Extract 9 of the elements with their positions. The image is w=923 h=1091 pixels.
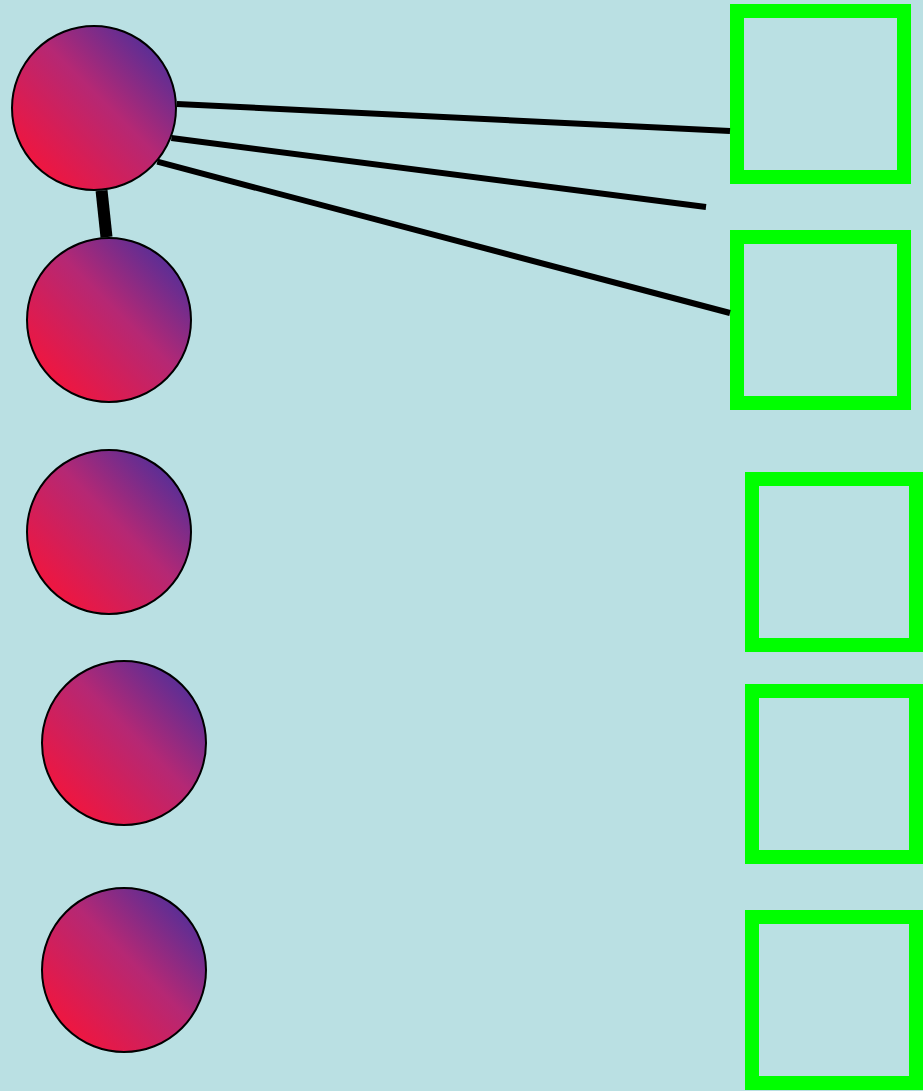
outlined-square	[730, 4, 911, 184]
connector-line	[171, 135, 707, 210]
outlined-square	[730, 230, 911, 410]
connector-line	[95, 190, 113, 238]
outlined-square	[745, 910, 923, 1090]
connector-line	[156, 158, 731, 316]
outlined-square	[745, 472, 923, 652]
outlined-square	[745, 684, 923, 864]
connector-line	[176, 100, 731, 134]
